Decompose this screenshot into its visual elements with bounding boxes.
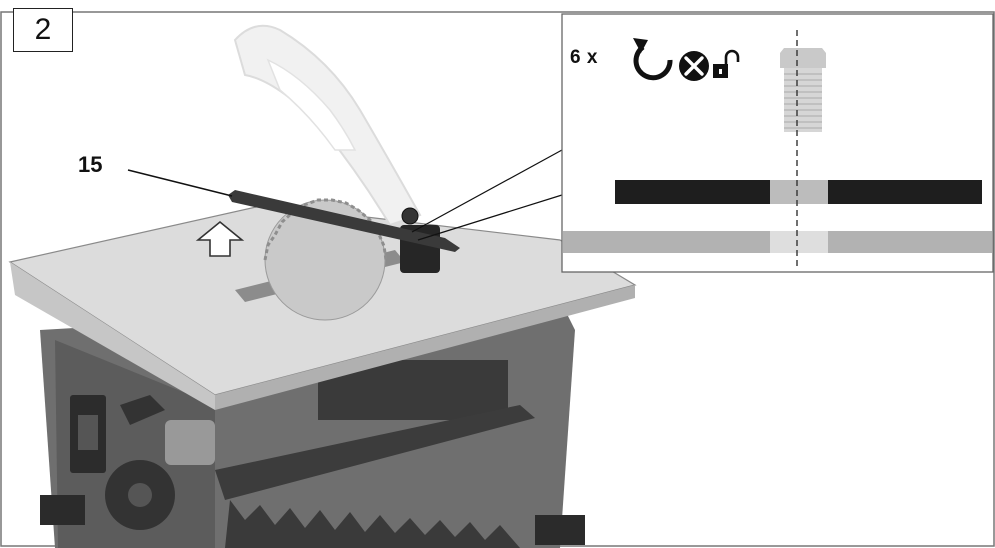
dark-plate-left bbox=[615, 180, 770, 204]
front-foot-right bbox=[535, 515, 585, 545]
part-callout-number: 15 bbox=[78, 152, 102, 178]
power-switch bbox=[78, 415, 98, 450]
wheel-hub bbox=[128, 483, 152, 507]
light-plate-left bbox=[563, 231, 770, 253]
dark-plate-right bbox=[828, 180, 982, 204]
zoom-line-upper bbox=[412, 150, 562, 232]
dark-plate-hole bbox=[770, 180, 828, 204]
light-plate-hole bbox=[770, 231, 828, 253]
table-saw-illustration bbox=[10, 26, 635, 548]
callout-leader-line bbox=[128, 170, 232, 196]
mount-bolt bbox=[402, 208, 418, 224]
quantity-label: 6 x bbox=[570, 47, 598, 69]
bevel-scale bbox=[165, 420, 215, 465]
step-number-box: 2 bbox=[13, 8, 73, 52]
screwdriver-icon bbox=[679, 51, 709, 81]
bolt-graphic bbox=[780, 48, 826, 132]
light-plate-right bbox=[828, 231, 992, 253]
front-foot-left bbox=[40, 495, 85, 525]
step-number: 2 bbox=[35, 13, 52, 47]
